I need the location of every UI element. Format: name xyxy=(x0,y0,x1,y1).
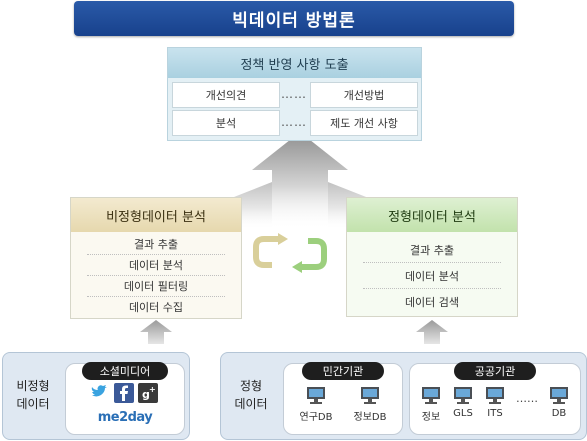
page-title: 빅데이터 방법론 xyxy=(74,1,514,36)
unstructured-analysis-header: 비정형데이터 분석 xyxy=(71,198,241,232)
unstructured-label-line2: 데이터 xyxy=(16,397,50,411)
policy-panel: 정책 반영 사항 도출 개선의견 …… 개선방법 분석 …… 제도 개선 사항 xyxy=(167,47,422,141)
structured-data-label: 정형 데이터 xyxy=(223,365,279,425)
structured-analysis-header: 정형데이터 분석 xyxy=(347,198,517,232)
policy-cell-improvement-opinion: 개선의견 xyxy=(172,82,280,108)
unstructured-analysis-panel: 비정형데이터 분석 결과 추출 데이터 분석 데이터 필터링 데이터 수집 xyxy=(70,197,242,319)
unstructured-data-label: 비정형 데이터 xyxy=(5,365,61,425)
private-db-item: 정보DB xyxy=(346,386,394,423)
structured-item-result-extraction: 결과 추출 xyxy=(363,238,501,263)
private-db-item: 연구DB xyxy=(294,386,338,423)
structured-up-arrow-icon xyxy=(416,320,448,344)
public-db-item: GLS xyxy=(448,386,478,419)
google-plus-icon: g + xyxy=(138,383,158,403)
structured-label-line2: 데이터 xyxy=(234,397,268,411)
public-db-item: 정보 xyxy=(416,386,446,423)
unstructured-data-source: 비정형 데이터 소셜미디어 g + me2day xyxy=(2,352,190,440)
unstructured-item-data-analysis: 데이터 분석 xyxy=(87,255,225,276)
private-db-label: 연구DB xyxy=(299,412,333,423)
public-db-item: ITS xyxy=(480,386,510,419)
facebook-icon xyxy=(114,383,134,403)
policy-cell-system-improvement: 제도 개선 사항 xyxy=(310,110,418,136)
policy-cell-analysis: 분석 xyxy=(172,110,280,136)
policy-cell-improvement-method: 개선방법 xyxy=(310,82,418,108)
policy-dots: …… xyxy=(281,115,307,129)
public-db-label: DB xyxy=(551,408,567,419)
public-db-label: ITS xyxy=(487,408,503,419)
unstructured-label-line1: 비정형 xyxy=(16,379,50,393)
private-institution-box: 민간기관 연구DB 정보DB xyxy=(283,362,403,435)
computer-icon xyxy=(454,387,472,404)
computer-icon xyxy=(486,387,504,404)
cycle-arrows-icon xyxy=(253,233,327,273)
structured-data-source: 정형 데이터 민간기관 연구DB 정보DB 공공기관 xyxy=(220,352,587,440)
computer-icon xyxy=(550,387,568,404)
public-institution-title: 공공기관 xyxy=(454,362,536,380)
public-institution-box: 공공기관 정보 GLS xyxy=(409,362,581,435)
social-media-title: 소셜미디어 xyxy=(82,362,168,380)
public-db-label: GLS xyxy=(453,408,473,419)
public-db-label: 정보 xyxy=(421,412,441,423)
unstructured-item-data-filtering: 데이터 필터링 xyxy=(87,276,225,297)
computer-icon xyxy=(422,387,440,404)
twitter-icon xyxy=(90,384,108,402)
structured-analysis-panel: 정형데이터 분석 결과 추출 데이터 분석 데이터 검색 xyxy=(346,197,518,317)
policy-header: 정책 반영 사항 도출 xyxy=(168,48,421,78)
unstructured-up-arrow-icon xyxy=(140,320,172,344)
structured-label-line1: 정형 xyxy=(239,379,263,393)
public-db-item: DB xyxy=(544,386,574,419)
svg-text:+: + xyxy=(149,385,156,394)
computer-icon xyxy=(307,387,325,404)
unstructured-item-result-extraction: 결과 추출 xyxy=(87,234,225,255)
private-institution-title: 민간기관 xyxy=(302,362,384,380)
structured-item-data-analysis: 데이터 분석 xyxy=(363,264,501,289)
unstructured-item-data-collection: 데이터 수집 xyxy=(128,301,184,314)
social-media-box: 소셜미디어 g + me2day xyxy=(65,362,185,435)
structured-item-data-search: 데이터 검색 xyxy=(404,296,460,309)
private-db-label: 정보DB xyxy=(353,412,387,423)
policy-dots: …… xyxy=(281,87,307,101)
me2day-logo: me2day xyxy=(97,410,153,425)
public-ellipsis: …… xyxy=(516,392,538,405)
svg-text:g: g xyxy=(142,388,150,401)
computer-icon xyxy=(361,387,379,404)
